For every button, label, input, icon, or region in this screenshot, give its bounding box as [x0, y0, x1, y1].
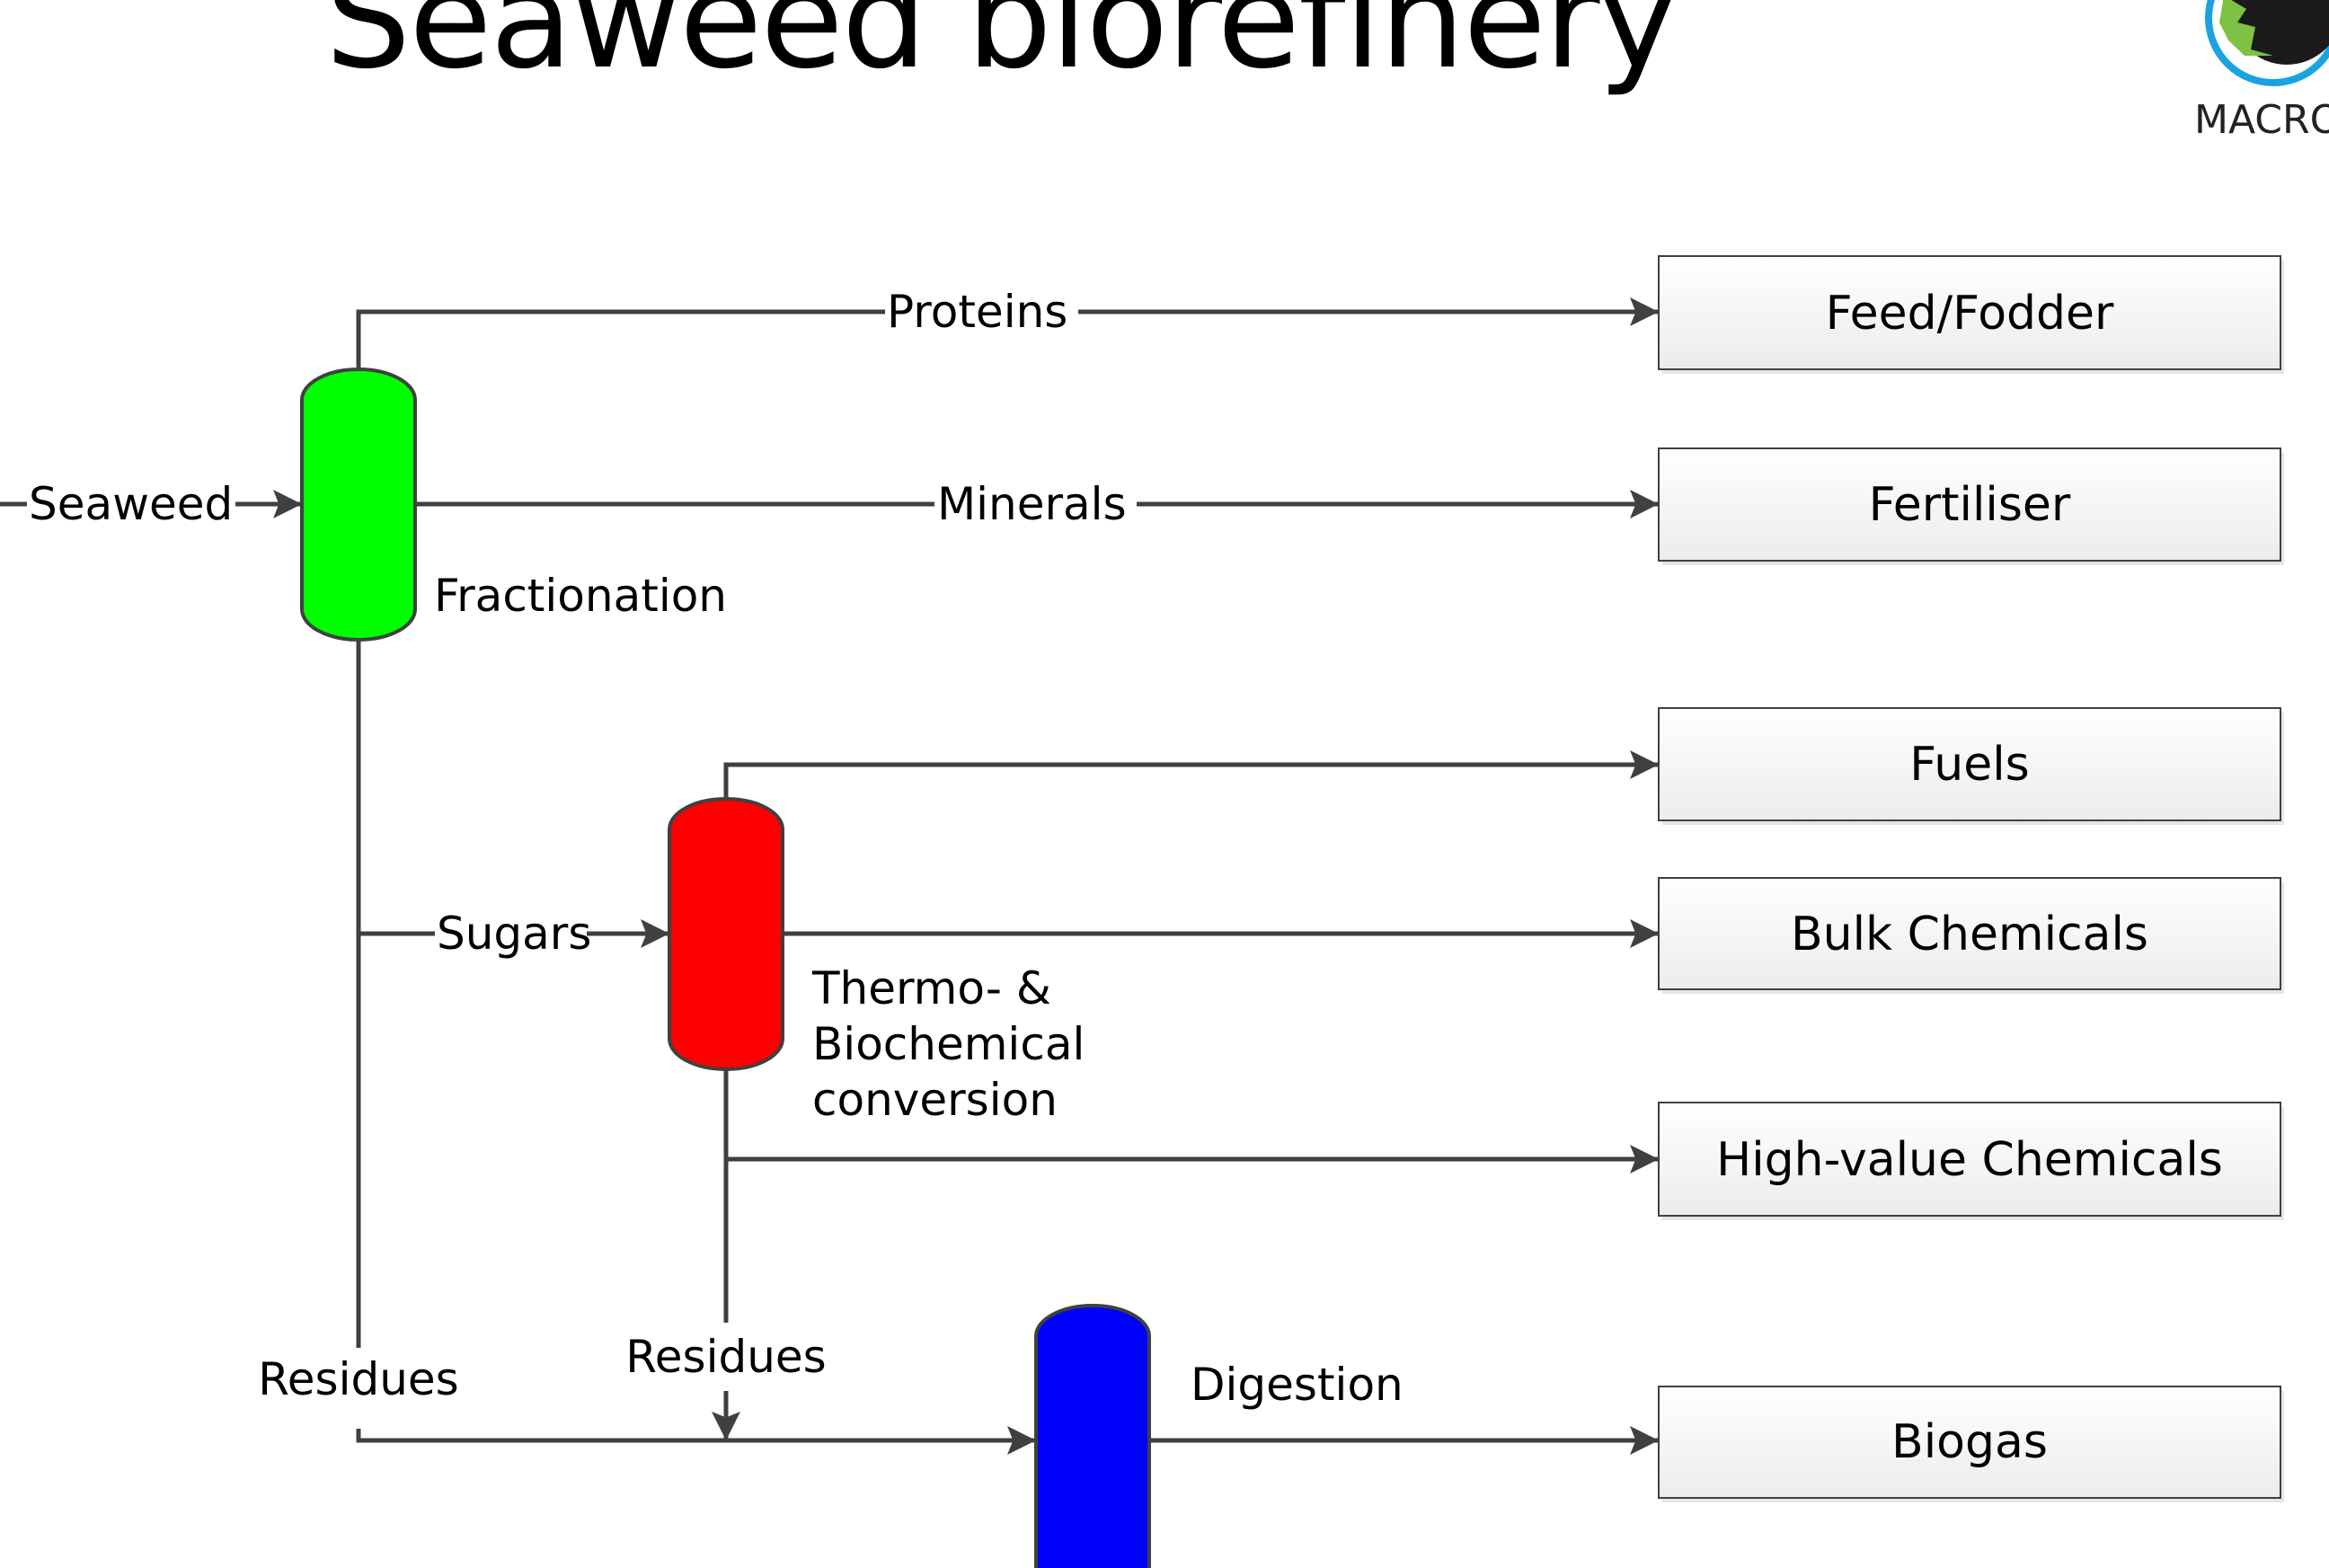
product-box-high-value-chemicals: High-value Chemicals: [1658, 1102, 2284, 1220]
proteins-line: [356, 309, 885, 369]
logo-leaf-icon: [2219, 0, 2273, 56]
logo-text-dark: MACRO: [2194, 97, 2329, 143]
product-box-feed: Feed/Fodder: [1658, 255, 2284, 374]
fuels-arrow: [723, 750, 1659, 799]
fractionation-label: Fractionation: [434, 570, 727, 622]
fractionation-residue-line-bottom: [356, 1426, 1036, 1455]
product-label: Feed/Fodder: [1826, 287, 2114, 341]
conversion-vessel: [668, 797, 784, 1071]
product-box-bulk-chemicals: Bulk Chemicals: [1658, 877, 2284, 994]
fractionation-vessel: [300, 368, 417, 642]
conversion-residues-label: Residues: [625, 1331, 826, 1383]
svg-text:MACROFU: MACROFU: [2194, 97, 2329, 143]
logo-disc: [2231, 0, 2329, 65]
product-label: Biogas: [1891, 1415, 2048, 1469]
product-label: Bulk Chemicals: [1791, 908, 2148, 961]
conversion-label-line-1: Thermo- &: [811, 962, 1051, 1014]
product-label: High-value Chemicals: [1716, 1133, 2223, 1187]
product-box-biogas: Biogas: [1658, 1386, 2284, 1502]
logo-ring: [2205, 0, 2329, 86]
proteins-label: Proteins: [887, 286, 1067, 338]
conversion-label-line-2: Biochemical: [812, 1018, 1085, 1070]
digestion-label: Digestion: [1191, 1359, 1404, 1411]
product-label: Fertiliser: [1869, 478, 2071, 532]
fractionation-residues-label: Residues: [258, 1353, 458, 1405]
minerals-label: Minerals: [937, 478, 1127, 530]
page-title: Seaweed biorefinery: [325, 0, 1678, 99]
product-label: Fuels: [1909, 738, 2030, 792]
product-box-fertiliser: Fertiliser: [1658, 447, 2284, 565]
macrofuels-logo: MACROFU: [2194, 0, 2329, 143]
product-box-fuels: Fuels: [1658, 707, 2284, 825]
seaweed-label: Seaweed: [29, 478, 233, 530]
sugars-label: Sugars: [437, 908, 591, 960]
conversion-label-line-3: conversion: [812, 1074, 1058, 1126]
digestion-vessel: [1034, 1304, 1151, 1568]
